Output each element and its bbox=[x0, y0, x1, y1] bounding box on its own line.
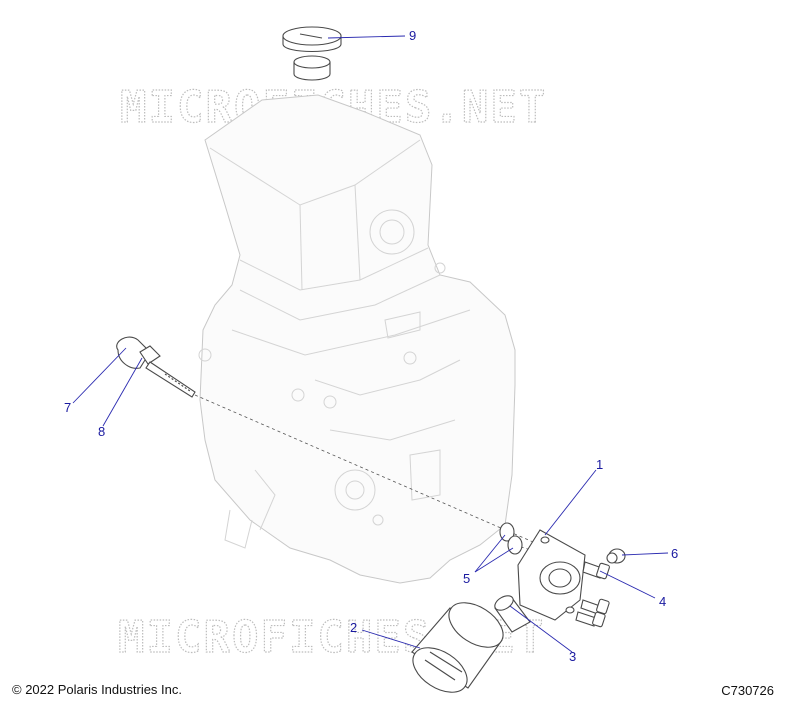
callout-3: 3 bbox=[569, 649, 576, 664]
leader-6 bbox=[621, 552, 669, 556]
leader-5a bbox=[474, 534, 506, 573]
leader-4 bbox=[599, 570, 656, 599]
oil-filler-cap bbox=[282, 26, 342, 81]
callout-8: 8 bbox=[98, 424, 105, 439]
callout-numbers: 9 1 5 6 4 3 2 7 8 bbox=[64, 28, 678, 664]
leader-9 bbox=[327, 35, 406, 39]
drain-plug bbox=[606, 548, 626, 564]
drawing-id: C730726 bbox=[721, 683, 774, 698]
callout-4: 4 bbox=[659, 594, 666, 609]
callout-6: 6 bbox=[671, 546, 678, 561]
oil-filter bbox=[411, 602, 504, 693]
dipstick bbox=[116, 336, 196, 398]
copyright-text: © 2022 Polaris Industries Inc. bbox=[12, 682, 182, 697]
leader-2 bbox=[361, 629, 421, 649]
callout-leaders bbox=[72, 35, 669, 653]
callout-7: 7 bbox=[64, 400, 71, 415]
leader-3 bbox=[509, 605, 573, 653]
callout-5: 5 bbox=[463, 571, 470, 586]
leader-8 bbox=[102, 357, 143, 427]
adapter-bolts bbox=[575, 561, 610, 628]
engine-block bbox=[198, 94, 516, 584]
filter-nipple bbox=[494, 595, 531, 633]
leader-1 bbox=[544, 469, 597, 536]
leader-7 bbox=[72, 347, 127, 404]
callout-2: 2 bbox=[350, 620, 357, 635]
callout-9: 9 bbox=[409, 28, 416, 43]
dipstick-alignment-line bbox=[194, 394, 541, 546]
oil-filter-adapter bbox=[517, 529, 586, 621]
leader-5b bbox=[474, 547, 514, 573]
callout-1: 1 bbox=[596, 457, 603, 472]
